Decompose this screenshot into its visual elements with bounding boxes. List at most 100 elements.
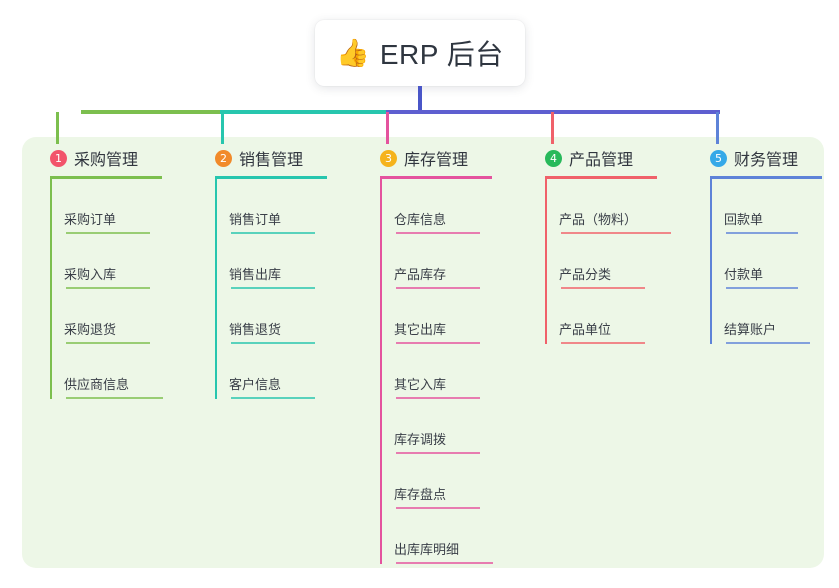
item-underline [66, 342, 150, 344]
column-badge-5: 5 [710, 149, 727, 167]
root-connector-stem [418, 86, 422, 112]
item-label: 产品库存 [394, 267, 447, 282]
list-item[interactable]: 仓库信息 [380, 179, 492, 234]
item-label: 结算账户 [724, 322, 777, 337]
item-underline [561, 287, 645, 289]
list-item[interactable]: 其它入库 [380, 344, 492, 399]
column-items-1: 采购订单采购入库采购退货供应商信息 [34, 179, 163, 399]
column-items-5: 回款单付款单结算账户 [694, 179, 822, 344]
list-item[interactable]: 销售退货 [215, 289, 327, 344]
column-badge-4: 4 [545, 149, 562, 167]
column-header-2[interactable]: 2 销售管理 [199, 146, 327, 170]
column-spine-5 [710, 179, 712, 344]
item-underline [396, 452, 480, 454]
column-title-3: 库存管理 [404, 152, 469, 169]
list-item[interactable]: 结算账户 [710, 289, 822, 344]
list-item[interactable]: 其它出库 [380, 289, 492, 344]
item-underline [231, 287, 315, 289]
column-badge-2: 2 [215, 149, 232, 167]
column-header-3[interactable]: 3 库存管理 [364, 146, 492, 170]
drop-line-1 [56, 112, 59, 144]
item-label: 回款单 [724, 212, 764, 227]
column-rule-1 [50, 176, 162, 179]
item-label: 仓库信息 [394, 212, 447, 227]
item-underline [396, 397, 480, 399]
drop-line-2 [221, 112, 224, 144]
column-title-5: 财务管理 [734, 152, 799, 169]
item-label: 销售退货 [229, 322, 282, 337]
thumbs-up-icon: 👍 [336, 37, 370, 68]
column-spine-4 [545, 179, 547, 344]
column-2: 2 销售管理销售订单销售出库销售退货客户信息 [199, 146, 327, 399]
item-underline [726, 342, 810, 344]
branches-panel [22, 137, 824, 568]
column-4: 4 产品管理产品（物料） 产品分类产品单位 [529, 146, 671, 344]
drop-line-4 [551, 112, 554, 144]
item-underline [396, 232, 480, 234]
list-item[interactable]: 产品（物料） [545, 179, 671, 234]
item-underline [396, 507, 480, 509]
item-underline [396, 342, 480, 344]
drop-line-5 [716, 112, 719, 144]
column-badge-1: 1 [50, 149, 67, 167]
column-spine-3 [380, 179, 382, 564]
item-underline [726, 232, 798, 234]
item-label: 采购订单 [64, 212, 117, 227]
list-item[interactable]: 采购订单 [50, 179, 162, 234]
column-rule-4 [545, 176, 657, 179]
column-header-4[interactable]: 4 产品管理 [529, 146, 657, 170]
item-label: 产品分类 [559, 267, 612, 282]
item-label: 付款单 [724, 267, 764, 282]
column-3: 3 库存管理仓库信息产品库存其它出库其它入库库存调拨库存盘点出库库明细 [364, 146, 493, 564]
column-title-2: 销售管理 [239, 152, 304, 169]
column-spine-2 [215, 179, 217, 399]
bus-segment-1 [81, 110, 220, 114]
item-underline [66, 232, 150, 234]
item-label: 销售订单 [229, 212, 282, 227]
item-label: 产品（物料） [559, 212, 638, 227]
list-item[interactable]: 产品分类 [545, 234, 657, 289]
column-header-5[interactable]: 5 财务管理 [694, 146, 822, 170]
drop-line-3 [386, 112, 389, 144]
list-item[interactable]: 销售订单 [215, 179, 327, 234]
item-underline [231, 232, 315, 234]
list-item[interactable]: 供应商信息 [50, 344, 163, 399]
item-underline [396, 562, 493, 564]
column-title-4: 产品管理 [569, 152, 634, 169]
bus-segment-2 [220, 110, 386, 114]
list-item[interactable]: 产品单位 [545, 289, 657, 344]
item-label: 客户信息 [229, 377, 282, 392]
item-underline [66, 397, 163, 399]
column-items-4: 产品（物料） 产品分类产品单位 [529, 179, 671, 344]
column-rule-3 [380, 176, 492, 179]
list-item[interactable]: 采购入库 [50, 234, 162, 289]
item-underline [396, 287, 480, 289]
column-5: 5 财务管理回款单付款单结算账户 [694, 146, 822, 344]
column-items-2: 销售订单销售出库销售退货客户信息 [199, 179, 327, 399]
item-label: 库存盘点 [394, 487, 447, 502]
column-rule-5 [710, 176, 822, 179]
list-item[interactable]: 出库库明细 [380, 509, 493, 564]
list-item[interactable]: 客户信息 [215, 344, 327, 399]
column-badge-3: 3 [380, 149, 397, 167]
list-item[interactable]: 库存调拨 [380, 399, 492, 454]
item-label: 出库库明细 [394, 542, 460, 557]
list-item[interactable]: 采购退货 [50, 289, 162, 344]
item-underline [726, 287, 798, 289]
item-underline [231, 342, 315, 344]
list-item[interactable]: 库存盘点 [380, 454, 492, 509]
list-item[interactable]: 回款单 [710, 179, 822, 234]
root-node-erp-backend[interactable]: 👍 ERP 后台 [315, 20, 525, 86]
item-label: 采购退货 [64, 322, 117, 337]
item-label: 库存调拨 [394, 432, 447, 447]
list-item[interactable]: 销售出库 [215, 234, 327, 289]
column-spine-1 [50, 179, 52, 399]
list-item[interactable]: 产品库存 [380, 234, 492, 289]
list-item[interactable]: 付款单 [710, 234, 822, 289]
item-label: 销售出库 [229, 267, 282, 282]
item-label: 其它入库 [394, 377, 447, 392]
item-underline [66, 287, 150, 289]
